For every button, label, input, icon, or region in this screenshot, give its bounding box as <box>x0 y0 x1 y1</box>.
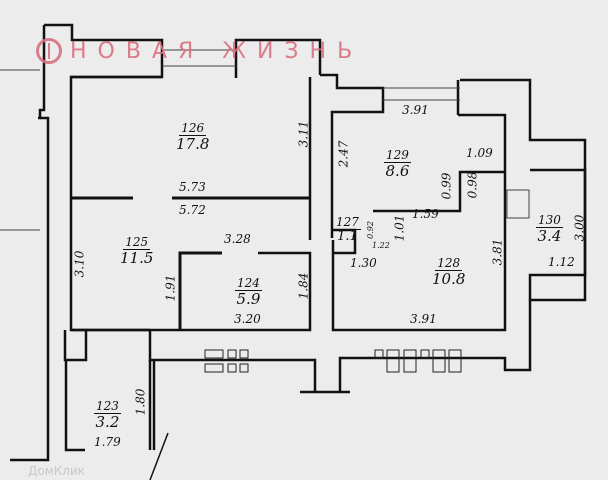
room-number: 126 <box>179 121 207 137</box>
wall-128-right <box>331 180 507 332</box>
wall-126-top-right <box>234 38 322 78</box>
dim-r128-right: 3.81 <box>490 238 505 266</box>
dim-r126-right: 3.11 <box>296 120 311 148</box>
room-area: 11.5 <box>120 249 154 268</box>
room-number: 129 <box>384 148 411 164</box>
dim-r126-bottom: 5.73 <box>179 180 206 194</box>
wall-124-right <box>71 251 312 332</box>
dim-r124-bottom: 3.20 <box>234 312 261 326</box>
dim-r128-step-v: 0.98 <box>465 171 480 199</box>
dim-r128-top: 1.59 <box>412 207 439 221</box>
logo-text: НОВАЯ ЖИЗНЬ <box>70 38 364 64</box>
room-area: 3.2 <box>95 413 120 432</box>
outer-wall-left-outer <box>10 116 50 462</box>
dim-r127-right: 0.92 <box>365 221 375 239</box>
room-area: 5.9 <box>236 290 261 309</box>
dim-r123-right: 1.80 <box>133 388 148 416</box>
room-area: 17.8 <box>176 135 210 154</box>
logo-icon <box>36 38 62 64</box>
ventilation-shafts <box>204 349 462 373</box>
wall-123-room <box>64 360 85 452</box>
room-number: 125 <box>123 235 151 251</box>
dim-r127-bottom: 1.22 <box>372 241 390 250</box>
dim-r124-top: 3.28 <box>224 232 251 246</box>
outer-wall-left <box>44 23 164 332</box>
dim-r129-top: 3.91 <box>402 103 429 117</box>
dim-r124-left: 1.91 <box>163 274 178 302</box>
room-number: 130 <box>536 213 563 229</box>
dim-r125-top: 5.72 <box>179 203 206 217</box>
dim-r130-right: 3.00 <box>572 214 587 242</box>
wall-corridor-bottom <box>148 330 317 392</box>
dim-r125-left: 3.10 <box>72 250 87 278</box>
wall-130 <box>528 168 587 300</box>
dim-r129-step: 1.09 <box>466 146 493 160</box>
dim-r130-bottom: 1.12 <box>548 255 575 269</box>
room-area: 10.8 <box>432 270 466 289</box>
wall-124 <box>178 251 222 330</box>
wall-123 <box>63 330 88 362</box>
watermark: ДомКлик <box>28 464 86 478</box>
dim-r123-bottom: 1.79 <box>94 435 121 449</box>
outer-wall-left-inner <box>38 25 46 120</box>
dim-r129-step-v: 0.99 <box>439 172 454 200</box>
brand-logo: НОВАЯ ЖИЗНЬ <box>36 38 363 64</box>
room-area: 8.6 <box>385 162 410 181</box>
dim-r124-right: 1.84 <box>296 272 311 300</box>
room-number: 128 <box>435 256 463 272</box>
wall-top-right <box>460 78 587 170</box>
dim-r128-left: 1.01 <box>392 214 407 242</box>
wall-129-bottom <box>373 170 505 213</box>
dim-r128-step: 1.30 <box>350 256 377 270</box>
room-area: 1.1 <box>337 229 358 245</box>
room-number: 127 <box>334 215 361 231</box>
wall-corridor-bottom-right <box>338 170 587 392</box>
wall-129 <box>458 113 507 180</box>
room-number: 123 <box>94 399 121 415</box>
room-area: 3.4 <box>537 227 562 246</box>
room-number: 124 <box>235 276 262 292</box>
dim-r129-left: 2.47 <box>336 140 351 168</box>
dim-r128-bottom: 3.91 <box>410 312 437 326</box>
